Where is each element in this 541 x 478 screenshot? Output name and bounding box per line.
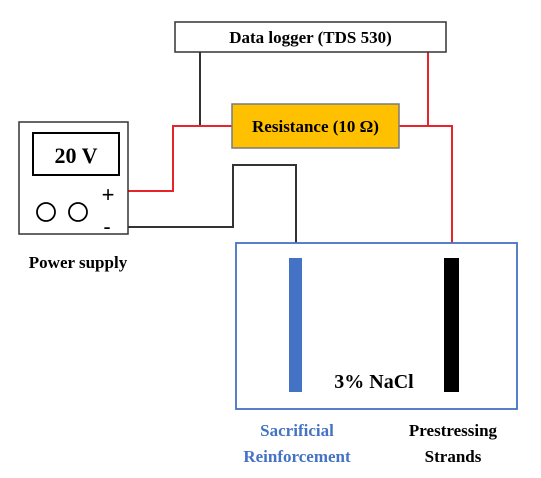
- red-wires: [128, 52, 453, 258]
- positive-terminal-symbol: +: [102, 182, 115, 207]
- sacrificial-reinforcement-bar: [289, 258, 302, 392]
- wire-positive: [128, 125, 232, 192]
- power-supply-caption: Power supply: [29, 253, 128, 272]
- wire-negative: [128, 164, 297, 258]
- data-logger-box: [174, 21, 447, 53]
- sacrificial-caption-line2: Reinforcement: [243, 447, 351, 466]
- voltage-readout: 20 V: [55, 143, 98, 168]
- sacrificial-caption-line1: Sacrificial: [260, 421, 334, 440]
- nacl-label: 3% NaCl: [334, 371, 414, 393]
- knob-left: [36, 202, 56, 222]
- data-logger-label: Data logger (TDS 530): [229, 28, 392, 47]
- knob-right: [68, 202, 88, 222]
- resistor-box: [231, 103, 400, 149]
- strands-caption-line2: Strands: [425, 447, 482, 466]
- negative-terminal-symbol: -: [103, 214, 110, 239]
- strands-caption-line1: Prestressing: [409, 421, 498, 440]
- prestressing-strand-bar: [444, 258, 459, 392]
- nacl-tank: [235, 242, 518, 410]
- wire-strands: [399, 125, 453, 258]
- power-supply-display: [32, 132, 120, 176]
- resistor-label: Resistance (10 Ω): [252, 117, 379, 136]
- black-wires: [128, 52, 297, 258]
